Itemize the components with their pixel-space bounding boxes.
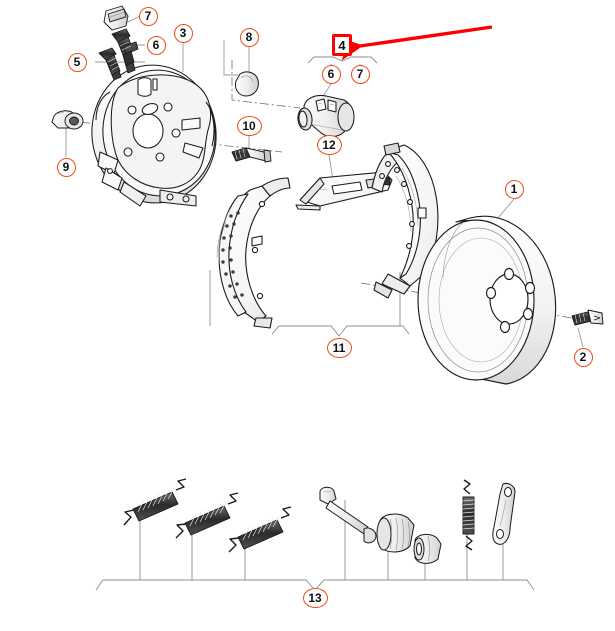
hardware-hold-down-retainer	[413, 533, 442, 564]
brake-line-fitting	[111, 28, 139, 74]
grommet	[51, 110, 84, 130]
bleeder-screw	[98, 47, 122, 81]
callout-wheel-cylinder-kit[interactable]: 4	[332, 34, 352, 56]
callout-brake-drum[interactable]: 1	[504, 179, 524, 199]
brake-drum	[417, 215, 557, 385]
callout-brake-hardware-kit[interactable]: 13	[302, 588, 328, 608]
callout-grommet[interactable]: 9	[56, 157, 76, 177]
callout-dust-cap[interactable]: 7	[138, 6, 158, 26]
callout-bleeder-screw[interactable]: 5	[67, 52, 87, 72]
drum-retaining-screw	[571, 309, 604, 326]
callout-backing-plate-bolt[interactable]: 10	[236, 116, 262, 136]
callout-wheel-cylinder-fitting[interactable]: 6	[321, 64, 341, 84]
leader-lines	[65, 15, 584, 348]
callout-wheel-cylinder-cap[interactable]: 7	[350, 64, 370, 84]
callout-brake-shoe-set[interactable]: 11	[326, 338, 352, 358]
hardware-adjuster-arm	[492, 483, 516, 545]
callout-rubber-plug[interactable]: 8	[239, 27, 259, 47]
hardware-parking-brake-strut	[319, 486, 377, 544]
hardware-return-spring-1	[123, 478, 187, 526]
callout-brake-backing-plate[interactable]: 3	[173, 23, 193, 43]
brake-backing-plate	[91, 64, 217, 207]
brake-shoe-left	[216, 177, 291, 329]
callout-brake-line-fitting[interactable]: 6	[146, 35, 166, 55]
rubber-plug	[235, 71, 259, 97]
wheel-cylinder	[297, 95, 355, 138]
hardware-hold-down-cup	[376, 513, 415, 553]
hardware-return-spring-3	[228, 506, 292, 553]
backing-plate-bolt	[231, 147, 272, 163]
brake-shoe-right	[371, 142, 439, 299]
hardware-adjuster-return-spring	[462, 479, 475, 551]
hardware-return-spring-2	[175, 492, 239, 539]
callout-adjuster-lever[interactable]: 12	[316, 135, 342, 155]
callout-drum-retaining-screw[interactable]: 2	[573, 347, 593, 367]
dust-cap	[103, 5, 129, 31]
highlight-arrow	[338, 25, 493, 61]
